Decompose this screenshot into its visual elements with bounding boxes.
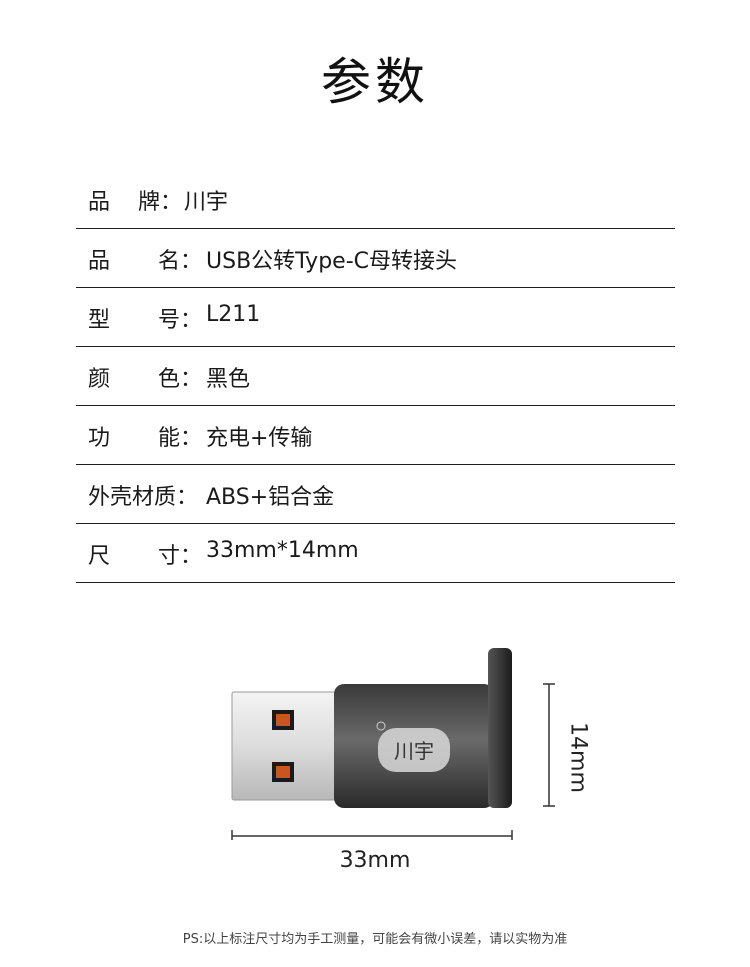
spec-row-model: 型 号： L211 [76,288,675,347]
spec-row-name: 品 名： USB公转Type-C母转接头 [76,229,675,288]
spec-value: L211 [206,302,261,327]
spec-label: 外壳材质： [88,485,199,510]
height-label: 14mm [565,722,591,793]
spec-value: 充电+传输 [206,426,313,451]
width-label: 33mm [339,848,411,873]
spec-label: 型 [88,308,111,333]
spec-value: ABS+铝合金 [206,485,335,510]
page-title: 参数 [321,53,429,111]
spec-label: 颜 [88,367,111,392]
spec-value: 川宇 [184,190,229,215]
logo-text: 川宇 [394,739,434,763]
spec-value: 黑色 [206,367,251,392]
spec-value: USB公转Type-C母转接头 [206,249,457,274]
spec-value: 33mm*14mm [206,538,359,563]
height-dimension [543,683,555,807]
spec-label: 寸： [158,544,203,569]
spec-label: 号： [158,308,203,333]
spec-row-brand: 品 牌： 川宇 [76,170,675,229]
spec-row-function: 功 能： 充电+传输 [76,406,675,465]
brand-logo: 川宇 [376,721,450,772]
spec-table: 品 牌： 川宇 品 名： USB公转Type-C母转接头 型 号： L211 颜… [76,170,675,583]
spec-label: 牌： [138,190,183,215]
spec-label: 名： [158,249,203,274]
spec-row-size: 尺 寸： 33mm*14mm [76,524,675,583]
spec-row-material: 外壳材质： ABS+铝合金 [76,465,675,524]
spec-row-color: 颜 色： 黑色 [76,347,675,406]
usb-c-cap [488,648,512,808]
adapter-illustration: 川宇 [231,648,555,840]
spec-label: 功 [88,426,111,451]
footnote: PS:以上标注尺寸均为手工测量，可能会有微小误差，请以实物为准 [182,932,568,947]
spec-label: 品 [88,190,111,215]
width-dimension [231,830,513,840]
spec-label: 能： [158,426,203,451]
usb-a-plug [231,691,339,801]
spec-label: 尺 [88,544,111,569]
spec-label: 色： [158,367,203,392]
spec-label: 品 [88,249,111,274]
